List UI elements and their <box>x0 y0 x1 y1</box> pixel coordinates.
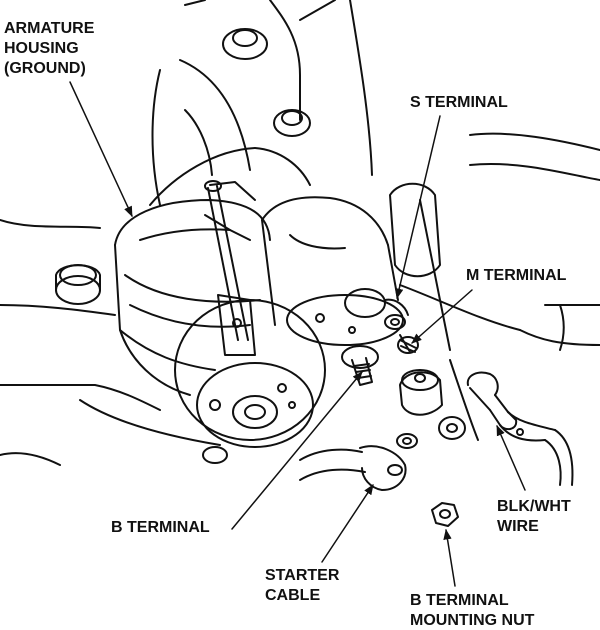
through-bolts <box>204 180 256 356</box>
m-terminal-bolt <box>397 334 419 354</box>
starter-cable <box>299 445 407 491</box>
engine-block <box>0 0 600 466</box>
label-blk-wht-wire: BLK/WHT WIRE <box>497 498 571 535</box>
washers-nuts <box>396 416 466 527</box>
label-b-terminal: B TERMINAL <box>111 519 210 536</box>
s-terminal-fitting <box>384 314 406 330</box>
solenoid <box>261 196 409 346</box>
leader-armature <box>69 81 133 217</box>
engine-bosses <box>55 28 441 305</box>
leader-lines <box>69 81 526 587</box>
b-terminal-stud <box>341 345 379 386</box>
mounting-bracket <box>149 147 311 241</box>
m-terminal-boot <box>399 369 443 416</box>
label-s-terminal: S TERMINAL <box>410 94 508 111</box>
label-b-terminal-nut: B TERMINAL MOUNTING NUT <box>410 592 535 629</box>
leader-b-nut <box>443 528 456 587</box>
label-starter-cable: STARTER CABLE <box>265 567 340 604</box>
leader-blk-wht <box>496 425 526 491</box>
label-armature-housing: ARMATURE HOUSING (GROUND) <box>4 20 95 77</box>
leader-s-terminal <box>395 115 441 300</box>
end-cap <box>196 362 314 464</box>
label-m-terminal: M TERMINAL <box>466 267 567 284</box>
leader-m-terminal <box>411 289 473 344</box>
leader-b-terminal <box>231 371 363 530</box>
blk-wht-wire <box>466 371 574 486</box>
leader-starter-cable <box>321 484 374 563</box>
